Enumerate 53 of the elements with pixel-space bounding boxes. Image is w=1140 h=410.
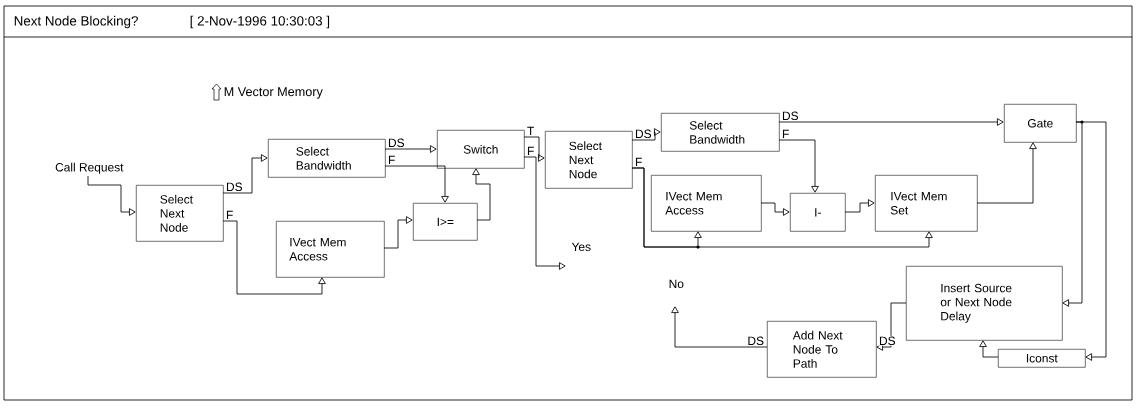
block-box: Add Next Node To Path <box>767 321 877 378</box>
port-label: F <box>387 155 396 165</box>
text-label: M Vector Memory <box>224 87 323 99</box>
block-box: Iconst <box>998 349 1086 368</box>
connector <box>844 199 875 213</box>
terminal-label: No <box>669 279 684 289</box>
connector <box>222 220 326 295</box>
block-box: I>= <box>413 203 478 241</box>
block-box: IVect Mem Access <box>651 175 762 232</box>
connector <box>384 165 449 203</box>
connector <box>87 175 136 216</box>
connector <box>523 136 545 162</box>
port-label: DS <box>634 128 653 139</box>
connector <box>976 142 1037 204</box>
block-box: I- <box>790 193 846 232</box>
block-box: Select Next Node <box>545 131 633 189</box>
block-box: IVect Mem Access <box>276 221 385 278</box>
port-label: DS <box>225 181 244 192</box>
text-label: [ 2-Nov-1996 10:30:03 ] <box>190 15 330 29</box>
terminal-label: Call Request <box>55 162 124 174</box>
connector <box>1075 121 1107 361</box>
port-label: F <box>634 157 643 167</box>
port-label: DS <box>878 335 897 346</box>
connector <box>383 216 413 249</box>
connector <box>523 156 566 270</box>
block-box: Gate <box>1004 104 1077 143</box>
port-label: DS <box>387 137 406 148</box>
connector <box>631 167 933 248</box>
block-box: IVect Mem Set <box>875 175 978 232</box>
terminal-label: Yes <box>571 242 591 252</box>
port-label: DS <box>781 110 800 121</box>
block-box: Select Next Node <box>136 185 224 242</box>
connector <box>222 154 268 194</box>
connector <box>1062 121 1083 307</box>
block-box: Select Bandwidth <box>268 139 386 178</box>
port-label: T <box>526 126 535 136</box>
port-label: DS <box>746 335 765 346</box>
title: Next Node Blocking? <box>14 15 138 29</box>
block-box: Select Bandwidth <box>661 113 780 152</box>
block-box: Switch <box>437 130 525 169</box>
connector <box>979 340 999 358</box>
connector <box>778 118 1004 126</box>
port-label: F <box>781 129 790 139</box>
port-label: F <box>526 146 535 156</box>
connector <box>631 128 661 141</box>
connector <box>671 306 768 348</box>
connector <box>384 145 437 153</box>
connector <box>472 168 491 221</box>
connector <box>778 139 819 193</box>
port-label: F <box>225 210 234 220</box>
block-box: Insert Source or Next Node Delay <box>906 266 1063 341</box>
connector <box>760 202 790 216</box>
connector <box>876 302 907 351</box>
